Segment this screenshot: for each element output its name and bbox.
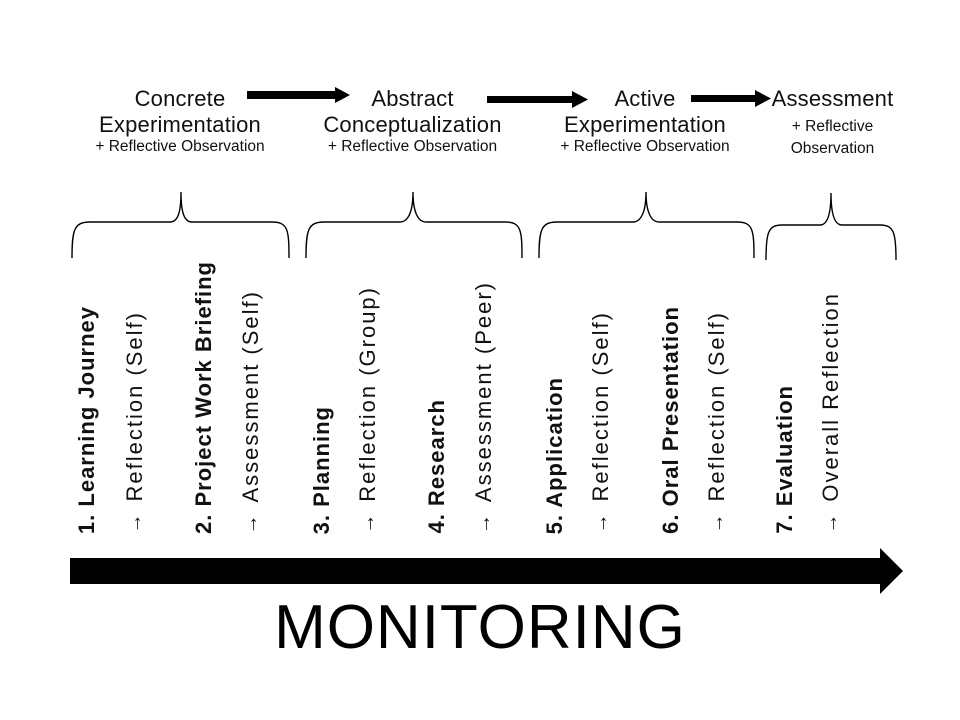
step-4-label: 4. Research: [424, 399, 449, 534]
step-7-column: 7. Evaluation: [772, 224, 797, 534]
note-text: Reflection (Group): [355, 286, 380, 502]
arrow-icon: →: [240, 512, 262, 534]
phase-title-line1: Abstract: [371, 86, 454, 111]
step-3-column: 3. Planning: [309, 224, 334, 534]
arrow-icon: →: [473, 512, 495, 534]
step-1-note-column: → Reflection (Self): [122, 224, 147, 534]
arrow-icon: →: [706, 512, 728, 534]
note-text: Assessment (Self): [238, 289, 263, 503]
step-6-label: 6. Oral Presentation: [658, 306, 683, 534]
step-2-column: 2. Project Work Briefing: [191, 224, 216, 534]
step-5-note: → Reflection (Self): [588, 311, 613, 534]
phase-title-line1: Concrete: [134, 86, 226, 111]
step-2-label: 2. Project Work Briefing: [191, 261, 216, 534]
note-text: Overall Reflection: [818, 292, 843, 502]
phase-concrete-experimentation: Concrete Experimentation + Reflective Ob…: [70, 86, 290, 156]
step-4-column: 4. Research: [424, 224, 449, 534]
step-1-column: 1. Learning Journey: [74, 224, 99, 534]
arrow-icon: →: [124, 512, 146, 534]
phase-title-line1: Active: [614, 86, 676, 111]
phase-subtitle: + Reflective Observation: [95, 137, 265, 155]
step-4-note-column: → Assessment (Peer): [471, 224, 496, 534]
phase-subtitle: + Reflective Observation: [327, 137, 498, 155]
phase-subtitle-line2: Observation: [790, 140, 875, 158]
phase-abstract-conceptualization: Abstract Conceptualization + Reflective …: [300, 86, 525, 156]
step-1-label: 1. Learning Journey: [74, 305, 99, 534]
arrow-icon: →: [820, 512, 842, 534]
arrow-icon: →: [590, 512, 612, 534]
step-2-note: → Assessment (Self): [238, 289, 263, 535]
phase-subtitle-line1: + Reflective: [791, 117, 874, 135]
step-5-label: 5. Application: [542, 376, 567, 534]
step-2-note-column: → Assessment (Self): [238, 224, 263, 535]
monitoring-arrow: [70, 548, 903, 594]
phase-active-experimentation: Active Experimentation + Reflective Obse…: [530, 86, 760, 156]
step-3-note-column: → Reflection (Group): [355, 224, 380, 534]
step-5-column: 5. Application: [542, 224, 567, 534]
phase-title-line1: Assessment: [771, 86, 894, 111]
step-7-note: → Overall Reflection: [818, 292, 843, 534]
note-text: Assessment (Peer): [471, 280, 496, 502]
arrow-icon: →: [357, 512, 379, 534]
note-text: Reflection (Self): [588, 311, 613, 502]
step-3-label: 3. Planning: [309, 405, 334, 534]
phase-subtitle: + Reflective Observation: [560, 137, 730, 155]
phase-title-line2: Conceptualization: [323, 111, 502, 137]
step-7-label: 7. Evaluation: [772, 385, 797, 534]
monitoring-label: MONITORING: [274, 593, 686, 662]
step-6-note-column: → Reflection (Self): [704, 224, 729, 534]
step-3-note: → Reflection (Group): [355, 286, 380, 534]
step-5-note-column: → Reflection (Self): [588, 224, 613, 534]
step-6-column: 6. Oral Presentation: [658, 224, 683, 534]
step-6-note: → Reflection (Self): [704, 311, 729, 534]
step-1-note: → Reflection (Self): [122, 311, 147, 534]
phase-title-line2: Experimentation: [99, 111, 261, 137]
step-7-note-column: → Overall Reflection: [818, 224, 843, 534]
step-4-note: → Assessment (Peer): [471, 280, 496, 534]
note-text: Reflection (Self): [704, 311, 729, 502]
note-text: Reflection (Self): [122, 311, 147, 502]
phase-title-line2: Experimentation: [564, 111, 726, 137]
